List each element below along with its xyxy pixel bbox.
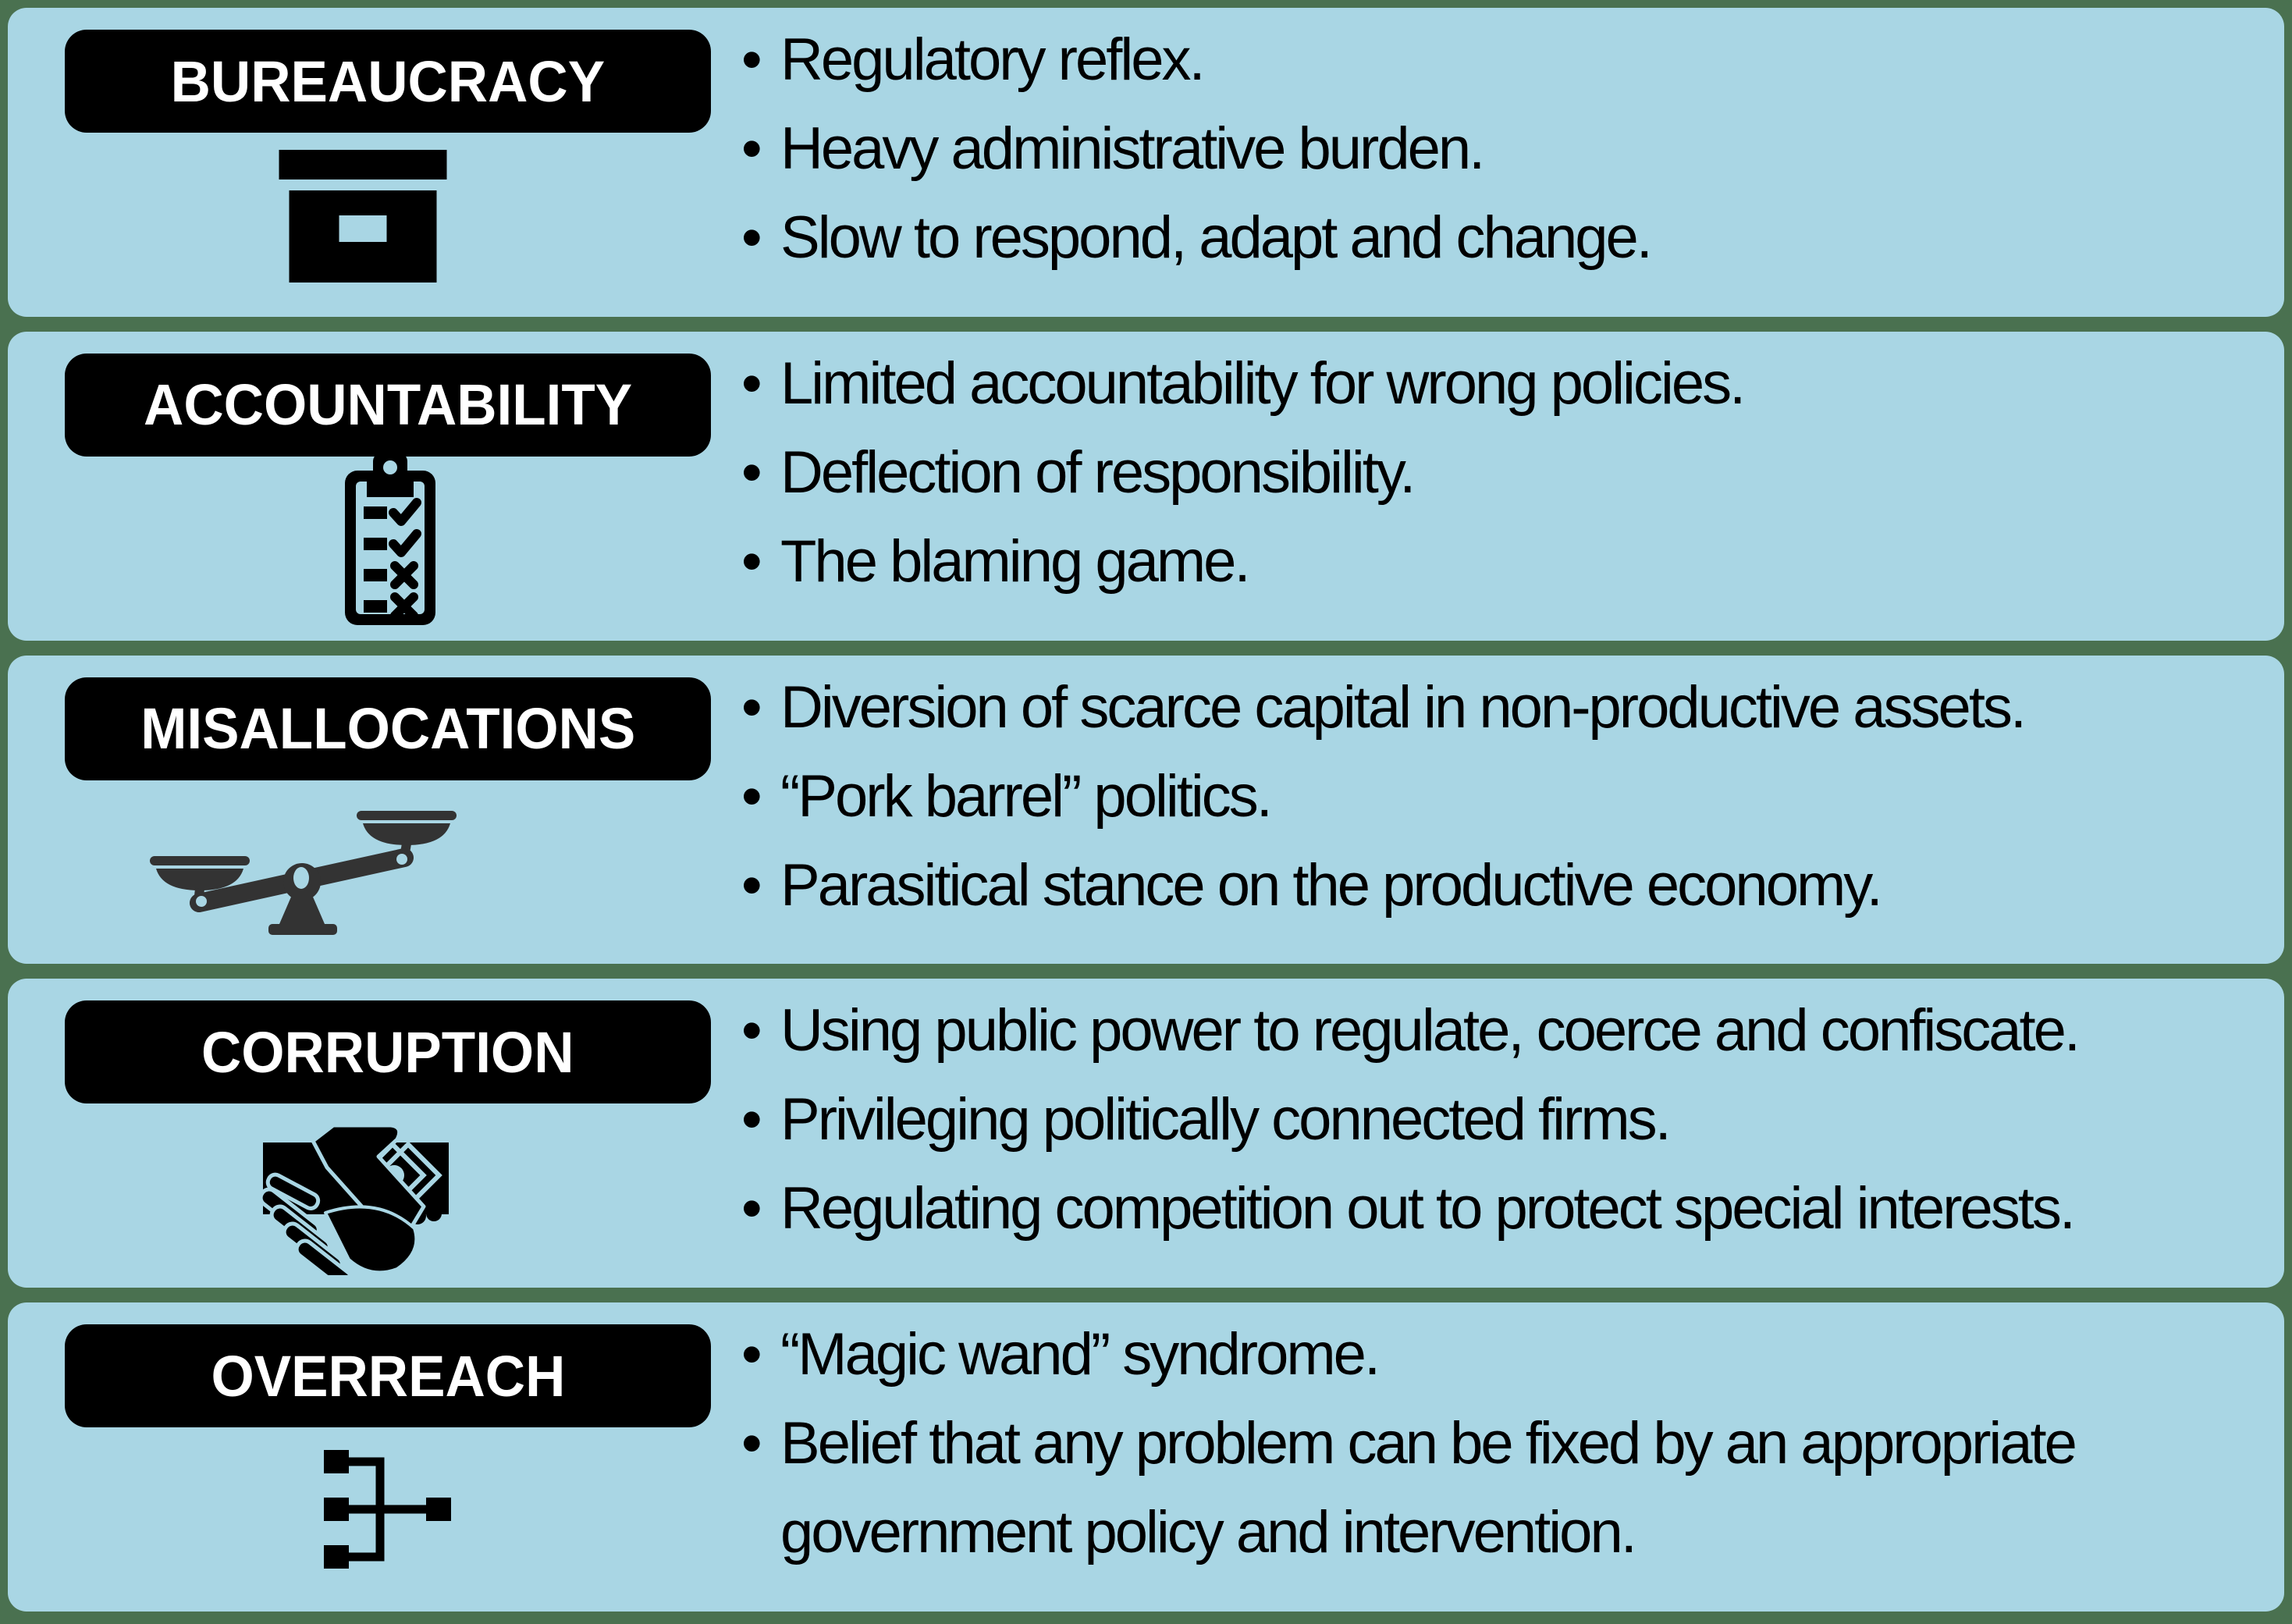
panel-title-label: ACCOUNTABILITY [143, 372, 633, 438]
bullet-item: Heavy administrative burden. [741, 105, 2267, 194]
clipboard-checklist-icon [343, 449, 437, 628]
archive-box-icon [279, 150, 447, 283]
panel-overreach: OVERREACH “Magic wand” syndrome. Belief … [8, 1302, 2284, 1612]
bullet-item: Using public power to regulate, coerce a… [741, 986, 2267, 1075]
panel-title-label: MISALLOCATIONS [140, 696, 636, 762]
bullet-list: Diversion of scarce capital in non-produ… [741, 663, 2267, 930]
panel-title-label: BUREAUCRACY [170, 48, 606, 114]
bullet-item: Parasitical stance on the productive eco… [741, 841, 2267, 930]
panel-title-accountability: ACCOUNTABILITY [65, 353, 711, 457]
panel-title-overreach: OVERREACH [65, 1324, 711, 1428]
panel-misallocations: MISALLOCATIONS [8, 655, 2284, 965]
bullet-list: Limited accountability for wrong policie… [741, 339, 2267, 606]
panel-corruption: CORRUPTION [8, 979, 2284, 1288]
panel-title-bureaucracy: BUREAUCRACY [65, 30, 711, 133]
bullet-item: Regulatory reflex. [741, 16, 2267, 105]
hierarchy-icon [324, 1450, 457, 1571]
panel-title-misallocations: MISALLOCATIONS [65, 677, 711, 780]
panel-bureaucracy: BUREAUCRACY Regulatory reflex. Heavy adm… [8, 8, 2284, 317]
bullet-list: Using public power to regulate, coerce a… [741, 986, 2267, 1253]
bullet-item: Slow to respond, adapt and change. [741, 194, 2267, 283]
panel-title-label: OVERREACH [211, 1343, 565, 1409]
bullet-item: Regulating competition out to protect sp… [741, 1164, 2267, 1253]
panel-title-corruption: CORRUPTION [65, 1000, 711, 1104]
bullet-item: Privileging politically connected firms. [741, 1075, 2267, 1164]
bullet-list: “Magic wand” syndrome. Belief that any p… [741, 1310, 2267, 1577]
bullet-item: The blaming game. [741, 517, 2267, 606]
bullet-item: Limited accountability for wrong policie… [741, 339, 2267, 428]
bullet-item: Belief that any problem can be fixed by … [741, 1399, 2267, 1577]
bullet-item: “Pork barrel” politics. [741, 752, 2267, 841]
unbalanced-scales-icon [150, 810, 462, 940]
bullet-item: Deflection of responsibility. [741, 428, 2267, 517]
panel-title-label: CORRUPTION [201, 1019, 574, 1085]
bullet-item: “Magic wand” syndrome. [741, 1310, 2267, 1399]
bribery-handshake-icon [258, 1123, 457, 1288]
bullet-list: Regulatory reflex. Heavy administrative … [741, 16, 2267, 283]
panel-accountability: ACCOUNTABILITY [8, 331, 2284, 641]
bullet-item: Diversion of scarce capital in non-produ… [741, 663, 2267, 752]
